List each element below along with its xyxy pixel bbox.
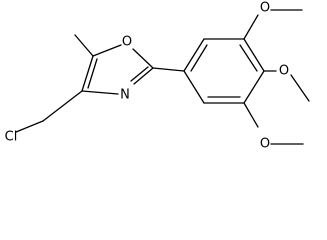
bond-c2-n3	[133, 67, 154, 85]
bond-c5-methyl	[74, 34, 94, 57]
atom-ring-nitrogen: N	[120, 88, 130, 103]
bond-ar1-ar2	[183, 38, 205, 72]
bond-ar6-ar1	[183, 70, 205, 104]
bond-n3-c4	[81, 90, 119, 95]
atom-methoxy-bottom-oxygen: O	[260, 137, 270, 152]
bond-c4-c5	[81, 55, 94, 92]
bond-o1-c2	[132, 48, 154, 69]
bond-c4-c5-double	[87, 58, 98, 89]
atom-methoxy-middle-oxygen: O	[279, 64, 289, 79]
bond-c2-n3-double	[130, 66, 149, 82]
atom-methoxy-top-oxygen: O	[260, 1, 270, 16]
bond-ar4-ar5	[243, 70, 265, 104]
chemical-structure-diagram: Cl O N O O O	[5, 1, 310, 152]
atom-chlorine: Cl	[5, 130, 18, 145]
bond-ar3-o-top	[243, 14, 259, 40]
bond-o-middle-ch3	[290, 74, 310, 102]
atom-ring-oxygen: O	[122, 35, 132, 50]
bond-ar3-ar4	[243, 38, 265, 72]
bond-cl-ch2	[15, 120, 44, 133]
bond-ar5-o-bottom	[243, 102, 259, 128]
bond-ar-inner-2	[239, 44, 258, 72]
bond-c5-o1	[92, 44, 122, 57]
bond-c2-phenyl	[152, 67, 185, 72]
bond-ch2-c4	[42, 90, 83, 122]
bond-ar-inner-1	[190, 44, 208, 72]
